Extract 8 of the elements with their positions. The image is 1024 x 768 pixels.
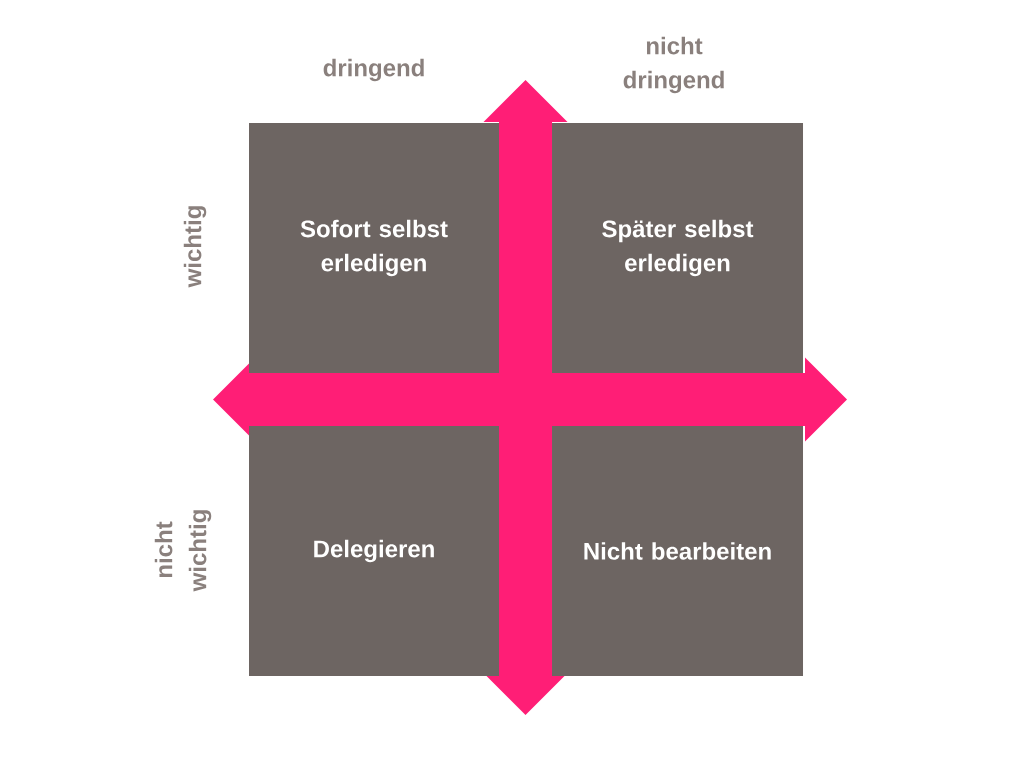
quadrant-box: Später selbst erledigen <box>552 123 803 373</box>
quadrant-box: Nicht bearbeiten <box>552 426 803 676</box>
axis-label: wichtig <box>183 206 207 288</box>
quadrant-box: Delegieren <box>249 426 499 676</box>
axis-label: nicht dringend <box>623 36 724 94</box>
quadrant-box: Sofort selbst erledigen <box>249 123 499 373</box>
axis-label: nicht wichtig <box>154 510 212 592</box>
axis-label: dringend <box>323 58 424 82</box>
